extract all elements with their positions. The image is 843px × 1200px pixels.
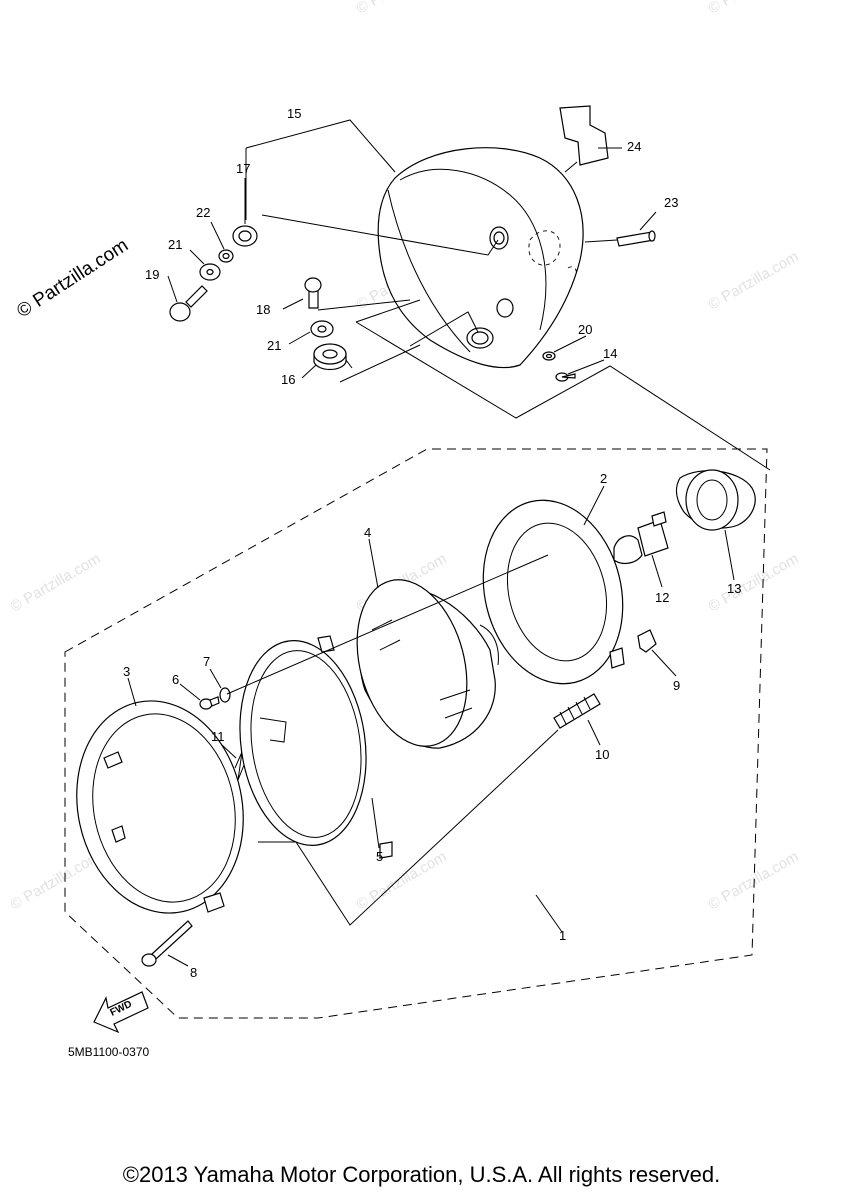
assembly-boundary (64, 448, 768, 1019)
spring-washer (219, 687, 231, 703)
callout-7: 7 (203, 654, 210, 669)
headlight-housing (377, 147, 584, 369)
adjusting-screw (199, 696, 220, 710)
watermark: © Partzilla.com (706, 550, 802, 615)
callout-15: 15 (287, 106, 301, 121)
callout-numbers: 1 2 3 4 5 6 7 8 9 10 11 12 13 14 15 16 1… (123, 106, 741, 980)
callout-21: 21 (267, 338, 281, 353)
callout-4: 4 (364, 525, 371, 540)
callout-10: 10 (595, 747, 609, 762)
diagram-part-code: 5MB1100-0370 (68, 1045, 149, 1059)
inner-ring (239, 635, 393, 859)
callout-19: 19 (145, 267, 159, 282)
socket-clip (637, 629, 657, 653)
washer (542, 351, 556, 361)
watermark: © Partzilla.com (706, 248, 802, 313)
bolt (304, 277, 322, 309)
callout-13: 13 (727, 581, 741, 596)
callout-1: 1 (559, 928, 566, 943)
callout-3: 3 (123, 664, 130, 679)
callout-14: 14 (603, 346, 617, 361)
callout-18: 18 (256, 302, 270, 317)
callout-22: 22 (196, 205, 210, 220)
watermark-left: © Partzilla.com (13, 235, 132, 322)
callout-2: 2 (600, 471, 607, 486)
watermark: © Partzilla.com (8, 550, 104, 615)
washer (310, 320, 334, 338)
bolt (169, 285, 208, 322)
watermark: © Partzilla.com (354, 0, 450, 17)
callout-12: 12 (655, 590, 669, 605)
leader-lines (127, 119, 771, 967)
grommet (232, 225, 258, 247)
watermark: © Partzilla.com (706, 0, 802, 17)
callout-24: 24 (627, 139, 641, 154)
pin (616, 230, 656, 247)
callout-5: 5 (376, 849, 383, 864)
watermark: © Partzilla.com (354, 848, 450, 913)
copyright-notice: ©2013 Yamaha Motor Corporation, U.S.A. A… (122, 1162, 721, 1187)
grommet (313, 343, 347, 371)
callout-16: 16 (281, 372, 295, 387)
screw (555, 372, 576, 382)
adjusting-spring (553, 693, 601, 729)
forward-arrow-icon: FWD (93, 991, 149, 1034)
callout-9: 9 (673, 678, 680, 693)
bulb-cover (675, 469, 756, 531)
label-decal (559, 105, 609, 166)
headlight-bulb (613, 511, 669, 565)
headlight-lens-unit (356, 579, 499, 749)
callout-23: 23 (664, 195, 678, 210)
watermark: © Partzilla.com (706, 848, 802, 913)
collar (218, 249, 234, 263)
callout-20: 20 (578, 322, 592, 337)
lens-frame (482, 499, 625, 685)
callout-21: 21 (168, 237, 182, 252)
callout-11: 11 (211, 729, 225, 744)
headlight-rim (76, 700, 244, 914)
callout-8: 8 (190, 965, 197, 980)
mounting-screw (141, 920, 193, 967)
callout-6: 6 (172, 672, 179, 687)
watermark: © Partzilla.com (8, 848, 104, 913)
callout-17: 17 (236, 161, 250, 176)
washer (199, 263, 221, 281)
